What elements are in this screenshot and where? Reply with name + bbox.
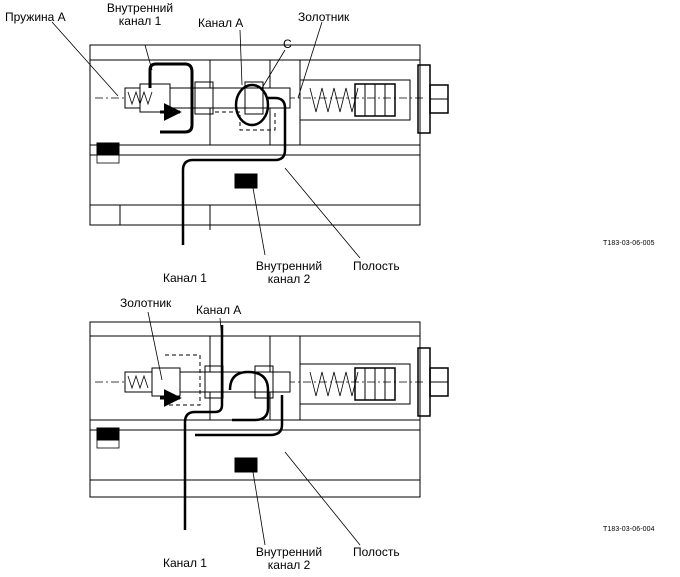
top-label-c: C: [283, 37, 292, 51]
top-figure-code: T183-03-06-005: [603, 240, 655, 247]
top-label-spool: Золотник: [298, 10, 350, 24]
top-spring-a: [127, 90, 153, 106]
bottom-label-channel-1: Канал 1: [163, 556, 207, 570]
top-channel-1-flow: [181, 96, 287, 245]
bottom-spring-right: [309, 371, 359, 397]
top-region-c: [234, 83, 270, 127]
bottom-label-inner-channel-2: Внутренний канал 2: [246, 546, 332, 572]
top-label-inner-channel-2-line2: канал 2: [267, 272, 311, 286]
top-left-block: [96, 142, 120, 156]
bottom-channel-a-flow: [183, 325, 224, 530]
top-label-channel-1: Канал 1: [163, 271, 207, 285]
top-inner-channel-1: [148, 62, 194, 134]
bottom-label-cavity: Полость: [353, 545, 400, 559]
bottom-label-inner-channel-2-line1: Внутренний: [255, 545, 323, 559]
bottom-figure-code: T183-03-06-004: [603, 526, 655, 533]
bottom-housing: [89, 321, 421, 498]
bottom-label-channel-a: Канал А: [196, 303, 242, 317]
top-label-spring-a: Пружина А: [5, 10, 66, 24]
bottom-spring-a: [127, 374, 149, 390]
top-label-channel-a: Канал А: [198, 16, 244, 30]
bottom-left-block: [96, 427, 120, 441]
top-spring-right: [309, 87, 359, 113]
top-label-inner-channel-2-line1: Внутренний: [255, 259, 323, 273]
top-label-inner-channel-1-line1: Внутренний: [106, 1, 174, 15]
bottom-label-inner-channel-2-line2: канал 2: [267, 558, 311, 572]
bottom-label-spool: Золотник: [120, 296, 172, 310]
bottom-valve-assembly: [89, 311, 449, 546]
top-label-inner-channel-1-line2: канал 1: [118, 14, 162, 28]
top-label-inner-channel-2: Внутренний канал 2: [246, 260, 332, 286]
top-housing: [89, 44, 421, 226]
top-label-inner-channel-1: Внутренний канал 1: [100, 2, 180, 28]
bottom-inner-channel-2-block: [234, 457, 258, 473]
bottom-spool: [124, 371, 291, 393]
top-label-cavity: Полость: [353, 259, 400, 273]
top-inner-channel-2-block: [234, 173, 258, 189]
top-valve-assembly: [51, 21, 449, 259]
